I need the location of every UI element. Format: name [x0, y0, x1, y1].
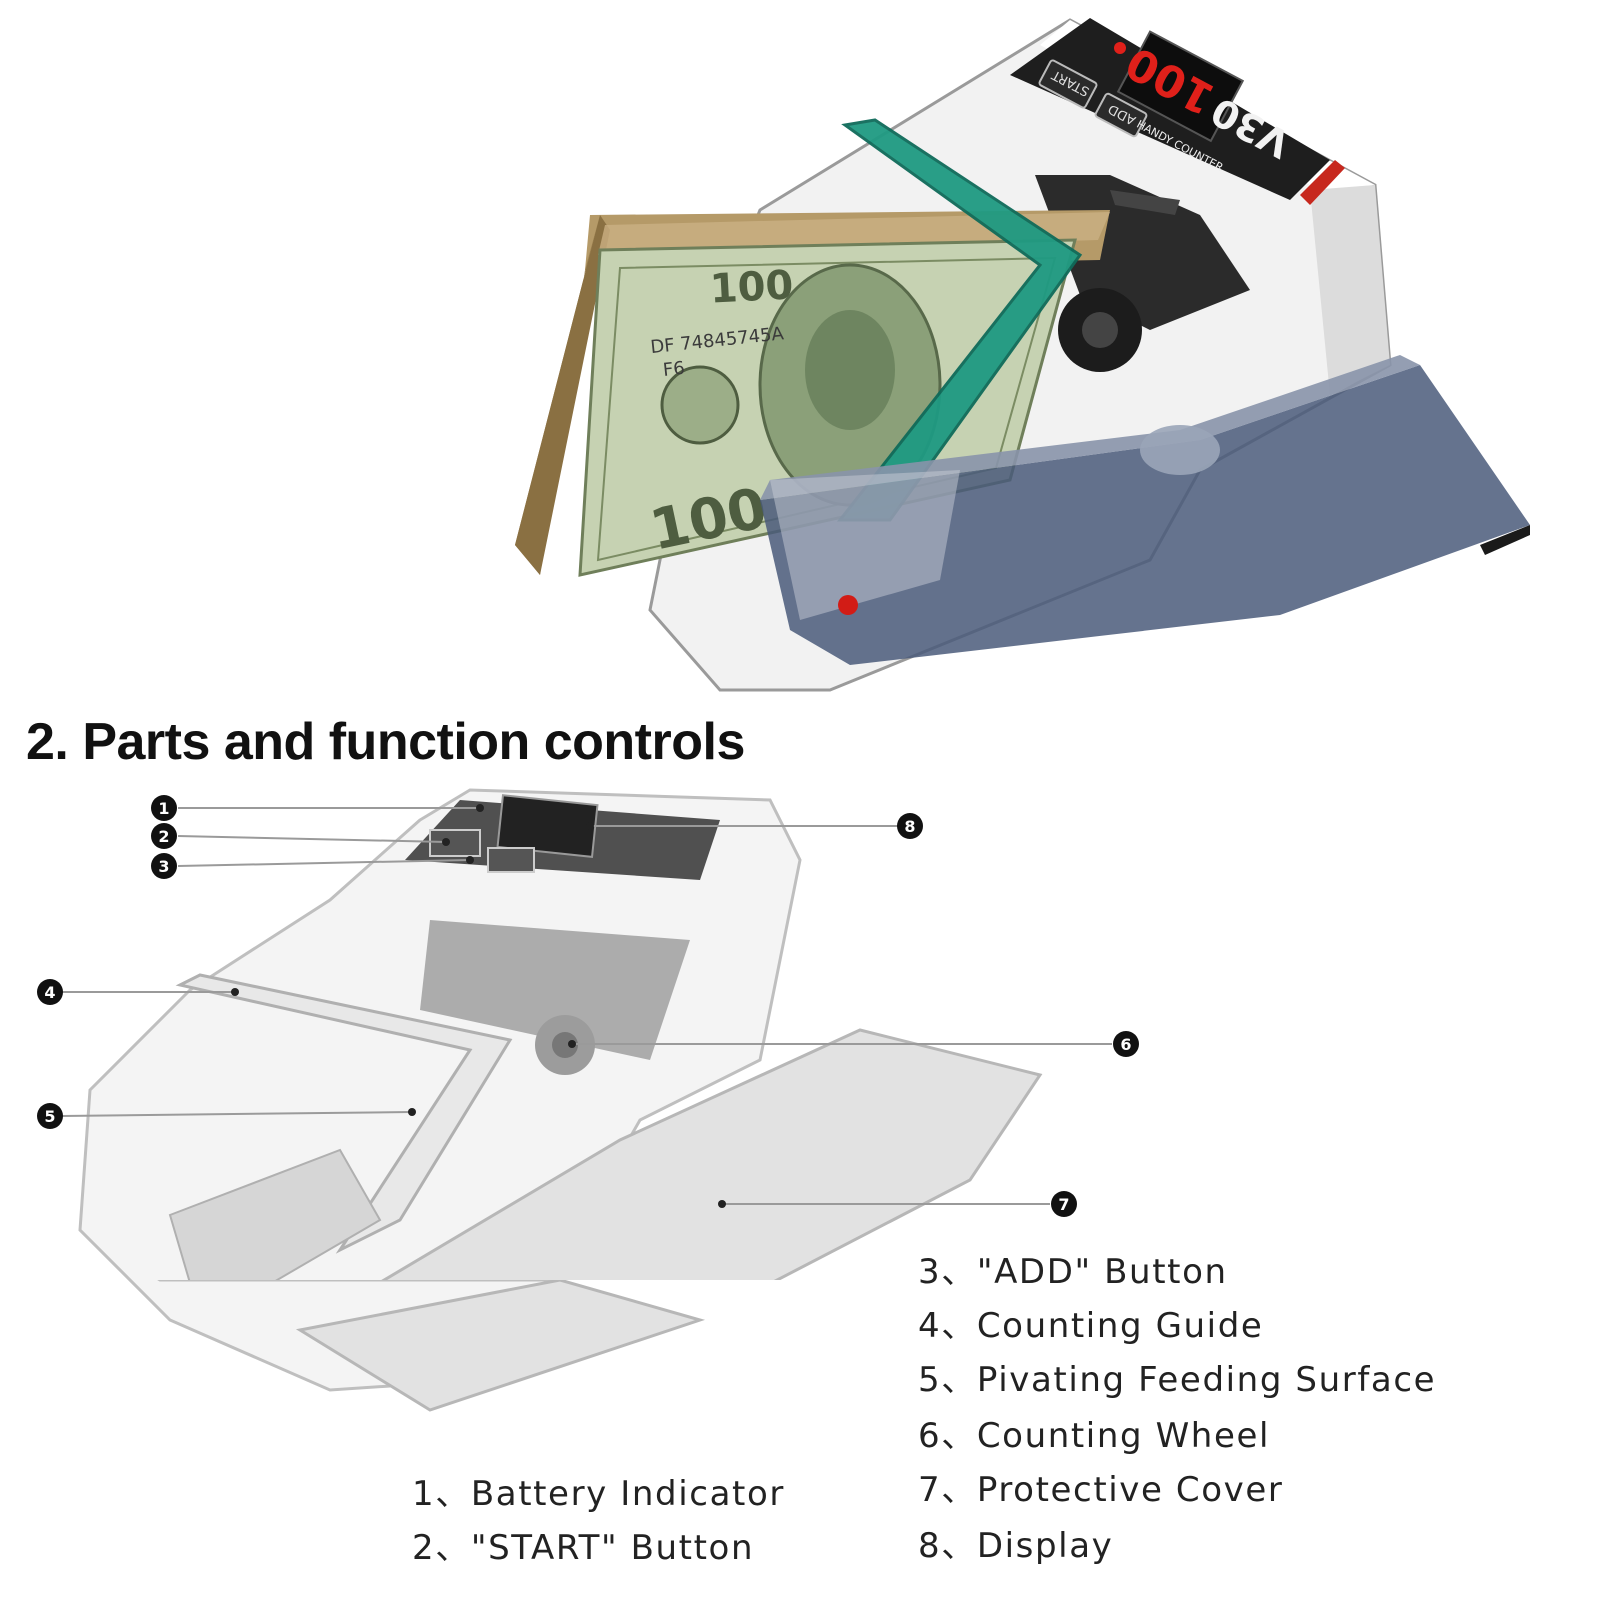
section-heading: 2. Parts and function controls — [26, 713, 745, 771]
bill-code: F6 — [662, 358, 686, 381]
seal — [660, 365, 740, 445]
diagram-protective-cover — [381, 1028, 1043, 1280]
legend-item-8: 8、Display — [918, 1526, 1114, 1566]
parts-diagram-lower — [127, 1280, 706, 1412]
svg-text:4: 4 — [44, 983, 55, 1002]
diagram-feeding-surface — [168, 1148, 382, 1280]
diagram-counting-guide — [175, 973, 513, 1254]
svg-text:5: 5 — [44, 1107, 55, 1126]
legend-item-3: 3、"ADD" Button — [918, 1252, 1228, 1292]
legend-item-1: 1、Battery Indicator — [412, 1474, 785, 1514]
bill-denomination-top: 100 — [709, 262, 795, 312]
banknote-stack — [515, 210, 1110, 575]
tray-red-light — [838, 595, 858, 615]
svg-text:2: 2 — [158, 827, 169, 846]
legend-item-4: 4、Counting Guide — [918, 1306, 1264, 1346]
svg-text:1: 1 — [158, 799, 169, 818]
callout-8: 8 — [897, 813, 923, 839]
parts-diagram: 1 2 3 8 4 5 6 7 — [37, 788, 1139, 1280]
svg-text:3: 3 — [158, 857, 169, 876]
callout-3: 3 — [151, 853, 177, 879]
legend-item-5: 5、Pivating Feeding Surface — [918, 1360, 1437, 1400]
callout-1: 1 — [151, 795, 177, 821]
legend-item-2: 2、"START" Button — [412, 1528, 755, 1568]
legend-item-6: 6、Counting Wheel — [918, 1416, 1271, 1456]
legend-item-7: 7、Protective Cover — [918, 1470, 1284, 1510]
svg-text:8: 8 — [904, 817, 915, 836]
product-photo: 100 START ADD V30 HANDY COUNTER 100 100 … — [515, 18, 1530, 692]
callout-6: 6 — [1113, 1031, 1139, 1057]
callout-2: 2 — [151, 823, 177, 849]
leader-lines — [61, 807, 1112, 1205]
add-key[interactable] — [1094, 92, 1148, 138]
leader-dots — [231, 804, 726, 1208]
callout-7: 7 — [1051, 1191, 1077, 1217]
battery-indicator-light — [1114, 42, 1126, 54]
callout-4: 4 — [37, 979, 63, 1005]
svg-text:6: 6 — [1120, 1035, 1131, 1054]
start-key[interactable] — [1038, 59, 1098, 109]
svg-text:7: 7 — [1058, 1195, 1069, 1214]
callout-5: 5 — [37, 1103, 63, 1129]
protective-tray — [760, 355, 1530, 665]
